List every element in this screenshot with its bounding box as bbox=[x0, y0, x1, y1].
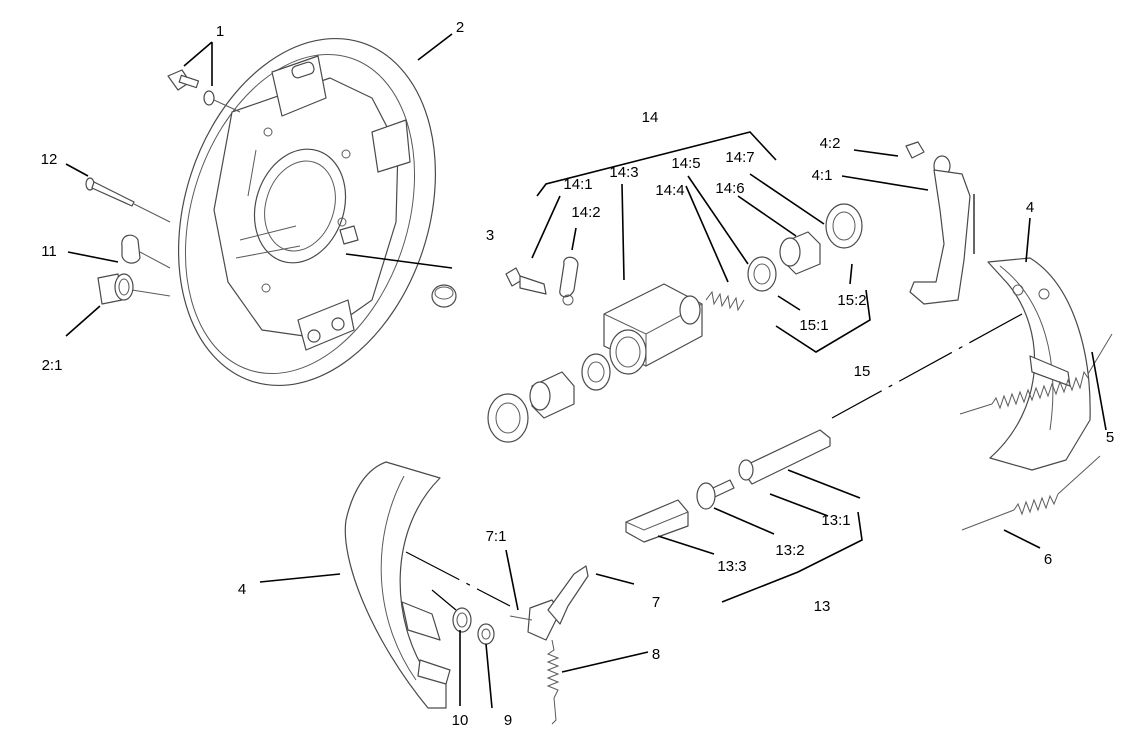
callout-15: 15 bbox=[854, 363, 871, 380]
dust-cap bbox=[121, 234, 171, 269]
callout-4-bottom: 4 bbox=[238, 581, 246, 598]
brake-shoe-right bbox=[987, 257, 1091, 471]
spring-cup bbox=[477, 623, 495, 645]
callout-2-1: 2:1 bbox=[42, 357, 63, 374]
callout-4-top: 4 bbox=[1026, 199, 1034, 216]
callout-15-1: 15:1 bbox=[799, 317, 828, 334]
callout-14-6: 14:6 bbox=[715, 180, 744, 197]
brake-plug bbox=[97, 273, 171, 305]
callout-5: 5 bbox=[1106, 429, 1114, 446]
bleeder-screw bbox=[85, 177, 171, 223]
callout-13-1: 13:1 bbox=[821, 512, 850, 529]
callout-14-5: 14:5 bbox=[671, 155, 700, 172]
callout-14-2: 14:2 bbox=[571, 204, 600, 221]
callout-14-1: 14:1 bbox=[563, 176, 592, 193]
park-brake-lever bbox=[509, 565, 589, 641]
callout-13-3: 13:3 bbox=[717, 558, 746, 575]
bolt-and-washer bbox=[167, 69, 241, 113]
callout-9: 9 bbox=[504, 712, 512, 729]
callout-13-2: 13:2 bbox=[775, 542, 804, 559]
backing-plate bbox=[177, 37, 437, 387]
callout-14-4: 14:4 bbox=[655, 182, 684, 199]
adjuster-spring bbox=[546, 639, 560, 725]
callout-1: 1 bbox=[216, 23, 224, 40]
callout-8: 8 bbox=[652, 646, 660, 663]
callout-10: 10 bbox=[452, 712, 469, 729]
brake-shoe-left bbox=[344, 461, 451, 709]
callout-15-2: 15:2 bbox=[837, 292, 866, 309]
callout-11: 11 bbox=[41, 243, 57, 260]
callout-6: 6 bbox=[1044, 551, 1052, 568]
return-spring-upper bbox=[959, 333, 1113, 415]
wheel-cylinder-kit bbox=[487, 203, 863, 443]
leader-lines bbox=[65, 33, 1107, 709]
hold-down-spring bbox=[452, 607, 472, 633]
callout-14-7: 14:7 bbox=[725, 149, 754, 166]
callout-14-3: 14:3 bbox=[609, 164, 638, 181]
callout-4-1: 4:1 bbox=[812, 167, 833, 184]
callout-7: 7 bbox=[652, 594, 660, 611]
callout-2: 2 bbox=[456, 19, 464, 36]
callout-labels: 1 2 12 11 2:1 3 14 14:1 14:2 14:3 14:4 1… bbox=[41, 19, 1115, 729]
callout-12: 12 bbox=[41, 151, 58, 168]
adjuster-assembly bbox=[625, 429, 831, 543]
callout-7-1: 7:1 bbox=[486, 528, 507, 545]
callout-4-2: 4:2 bbox=[820, 135, 841, 152]
shoe-lever bbox=[905, 141, 971, 305]
callout-3: 3 bbox=[486, 227, 494, 244]
callout-13: 13 bbox=[814, 598, 831, 615]
callout-14: 14 bbox=[642, 109, 659, 126]
return-spring-lower bbox=[961, 455, 1101, 531]
rubber-plug bbox=[431, 284, 457, 308]
